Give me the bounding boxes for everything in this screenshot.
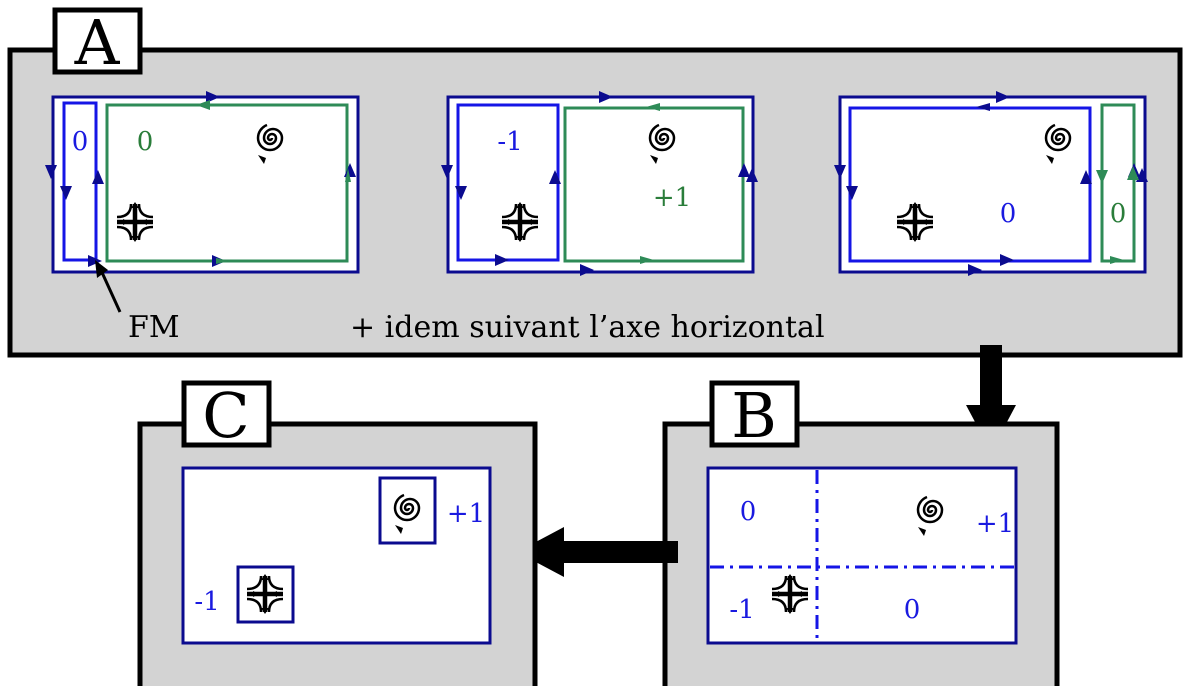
diagram-a3-green-arrowheads	[1096, 166, 1139, 264]
diagram-a1-left-label: 0	[72, 127, 89, 157]
panel-c-saddle-label: -1	[194, 587, 219, 617]
fm-pointer	[98, 267, 122, 313]
panel-b-label-top-left: 0	[740, 497, 757, 527]
diagram-a3-arrowheads	[834, 91, 1148, 276]
diagram-a2-frame	[446, 95, 755, 274]
panel-a-note: + idem suivant l’axe horizontal	[350, 310, 825, 345]
panel-b: B 0 +1 -1 0	[662, 379, 1060, 686]
panel-c-focus-label: +1	[447, 499, 485, 529]
panel-c-frame	[181, 466, 492, 645]
panel-a: A 0 0 -1 +1	[7, 6, 1183, 358]
diagram-a3: 0 0	[834, 91, 1148, 276]
diagram-a2-left-label: -1	[497, 127, 522, 157]
diagram-a3-right-label: 0	[1110, 199, 1127, 229]
diagram-a1: 0 0	[45, 91, 360, 274]
panel-b-tag-box	[709, 380, 800, 448]
panel-c: C +1 -1	[137, 379, 538, 686]
diagram-a3-frame	[838, 95, 1147, 274]
diagram-a2-right-label: +1	[653, 183, 691, 213]
panel-b-frame	[706, 466, 1018, 645]
panel-b-label-top-right: +1	[976, 509, 1014, 539]
panel-c-tag: C	[202, 379, 249, 452]
diagram-a2: -1 +1	[441, 91, 758, 276]
panel-b-label-bottom-left: -1	[729, 595, 754, 625]
diagram-a1-right-label: 0	[137, 127, 154, 157]
thick-arrow-icon	[517, 527, 678, 577]
fm-arrowhead	[95, 260, 108, 278]
panel-b-tag: B	[731, 379, 777, 452]
panel-a-tag-box	[52, 7, 143, 75]
diagram-a3-left-label: 0	[1000, 199, 1017, 229]
panel-b-label-bottom-right: 0	[904, 595, 921, 625]
diagram-a1-frame	[51, 95, 360, 274]
panel-c-tag-box	[181, 380, 272, 448]
diagram-a3-left-loop	[848, 106, 1092, 263]
fm-label: FM	[128, 310, 180, 345]
panel-a-tag: A	[74, 6, 121, 79]
